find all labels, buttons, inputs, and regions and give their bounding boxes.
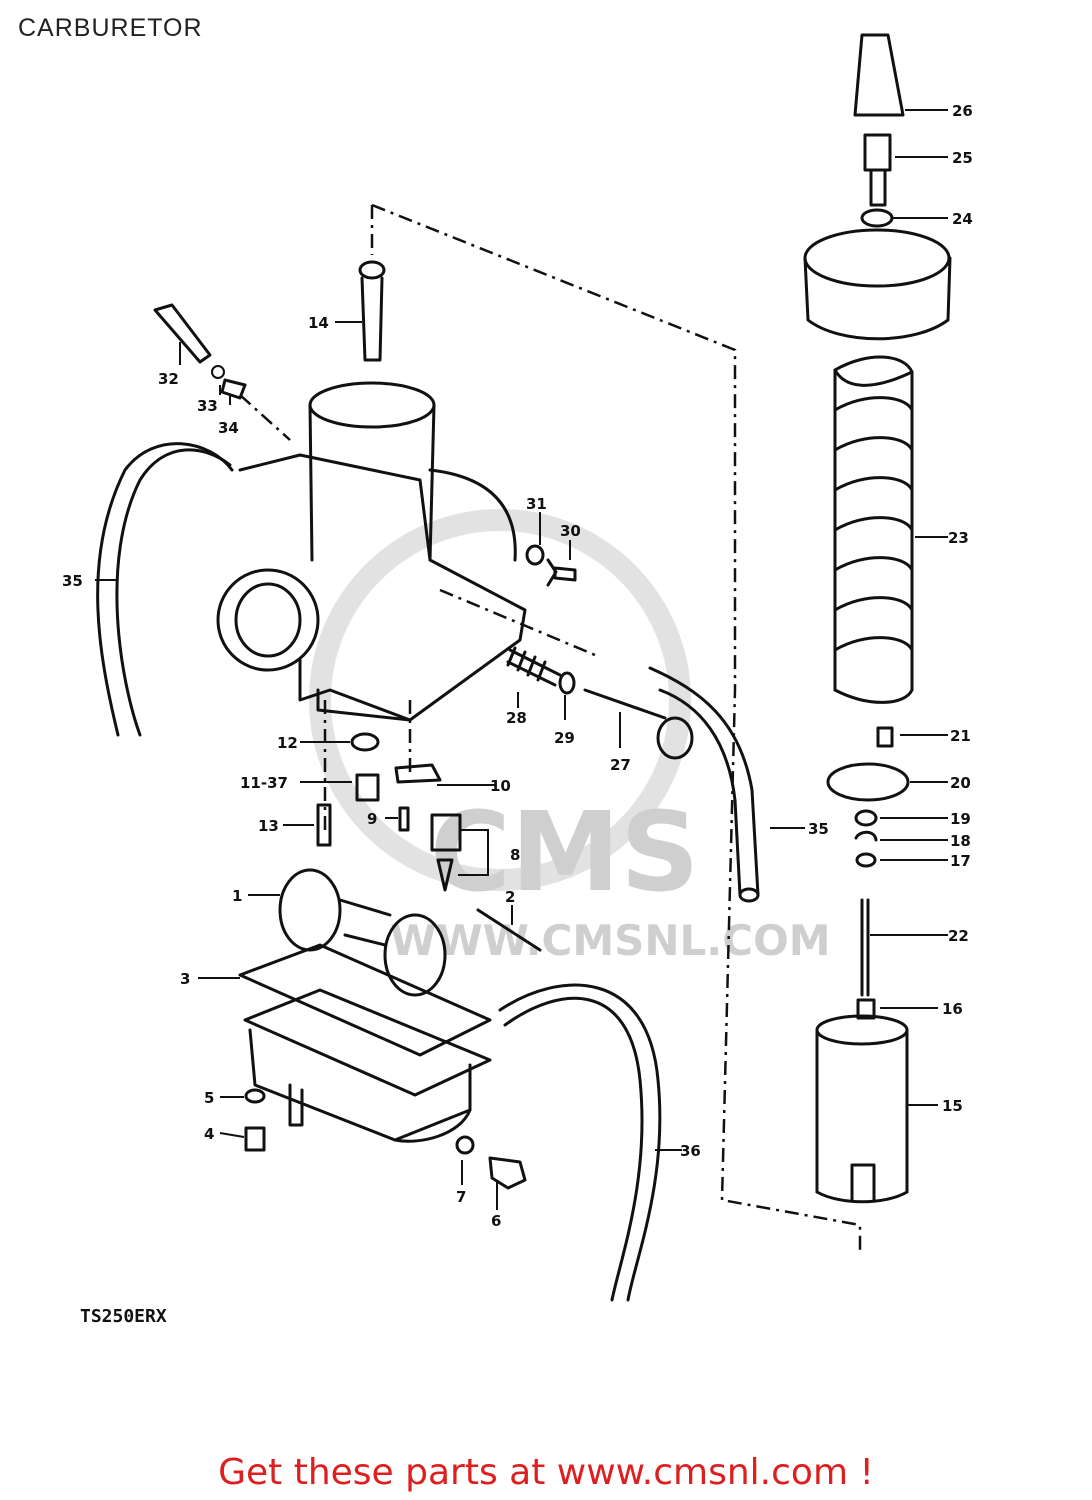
callout-15: 15 (942, 1097, 963, 1115)
watermark-url: WWW.CMSNL.COM (390, 916, 831, 965)
part-12-nut (350, 732, 380, 752)
part-25-adjuster (863, 133, 892, 207)
part-28-spring (506, 646, 562, 687)
callout-10: 10 (490, 777, 511, 795)
part-4-screw (244, 1126, 266, 1152)
part-11-37-jet (355, 773, 380, 802)
part-18-clip (854, 830, 878, 842)
part-36-drain-tube (503, 996, 644, 1302)
callout-19: 19 (950, 810, 971, 828)
page-title: CARBURETOR (18, 14, 203, 42)
part-21-screw (876, 726, 894, 748)
part-30-screw (546, 558, 577, 587)
callout-6: 6 (491, 1212, 501, 1230)
callout-21: 21 (950, 727, 971, 745)
model-code: TS250ERX (80, 1306, 167, 1327)
callout-14: 14 (308, 314, 329, 332)
assembly-path-line (370, 203, 862, 1252)
part-8-needle-valve (430, 813, 462, 892)
jet-axis-line (323, 700, 412, 835)
callout-33: 33 (197, 397, 218, 415)
part-15-throttle-valve (815, 1014, 909, 1204)
callout-12: 12 (277, 734, 298, 752)
callout-35-right: 35 (808, 820, 829, 838)
callout-13: 13 (258, 817, 279, 835)
callout-26: 26 (952, 102, 973, 120)
callout-34: 34 (218, 419, 239, 437)
part-16-spring (856, 998, 876, 1020)
callout-2: 2 (505, 888, 515, 906)
part-29-oring (558, 671, 576, 695)
callout-17: 17 (950, 852, 971, 870)
callout-5: 5 (204, 1089, 214, 1107)
callout-30: 30 (560, 522, 581, 540)
part-26-cap (853, 33, 905, 117)
callout-20: 20 (950, 774, 971, 792)
callout-25: 25 (952, 149, 973, 167)
callout-18: 18 (950, 832, 971, 850)
callout-3: 3 (180, 970, 190, 988)
part-2-pin (476, 908, 542, 952)
part-19-spacer (854, 809, 878, 827)
callout-11-37: 11-37 (240, 774, 288, 792)
callout-29: 29 (554, 729, 575, 747)
part-24-nut (860, 208, 894, 228)
part-31-washer (525, 544, 545, 566)
callout-23: 23 (948, 529, 969, 547)
callout-31: 31 (526, 495, 547, 513)
callout-28: 28 (506, 709, 527, 727)
callout-7: 7 (456, 1188, 466, 1206)
callout-16: 16 (942, 1000, 963, 1018)
part-20-plate (826, 762, 910, 802)
callout-35-left: 35 (62, 572, 83, 590)
callout-22: 22 (948, 927, 969, 945)
part-7-oring (455, 1135, 475, 1155)
watermark: CMS WWW.CMSNL.COM (309, 509, 831, 965)
callout-8: 8 (510, 846, 520, 864)
part-5-washer (244, 1088, 266, 1104)
watermark-logo: CMS (430, 788, 699, 916)
part-35-vent-tube-left (115, 448, 232, 737)
part-27-plunger (583, 688, 667, 720)
callout-9: 9 (367, 810, 377, 828)
part-9-screw (398, 806, 410, 832)
part-23-spring (833, 355, 914, 704)
callout-1: 1 (232, 887, 242, 905)
callout-32: 32 (158, 370, 179, 388)
callout-labels: 26 25 24 23 21 20 19 18 17 22 16 15 14 3… (62, 102, 973, 1230)
callout-36: 36 (680, 1142, 701, 1160)
callout-24: 24 (952, 210, 973, 228)
part-17-washer (855, 852, 877, 868)
carburetor-body (216, 381, 527, 722)
part-35-vent-tube-right (648, 666, 760, 897)
part-6-plug (488, 1156, 527, 1190)
part-3-gasket (238, 943, 492, 1057)
part-13-jet (316, 803, 332, 847)
callout-4: 4 (204, 1125, 214, 1143)
leader-lines (95, 109, 948, 1210)
part-22-needle (860, 898, 870, 997)
part-14-screw (358, 260, 386, 362)
part-32-34-pilot-screw (153, 303, 247, 400)
part-top-cover (803, 228, 952, 341)
part-10-plate (394, 763, 442, 784)
promo-link[interactable]: Get these parts at www.cmsnl.com ! (218, 1452, 874, 1493)
float-bowl (243, 988, 492, 1143)
callout-27: 27 (610, 756, 631, 774)
pilot-screw-axis (239, 394, 596, 657)
